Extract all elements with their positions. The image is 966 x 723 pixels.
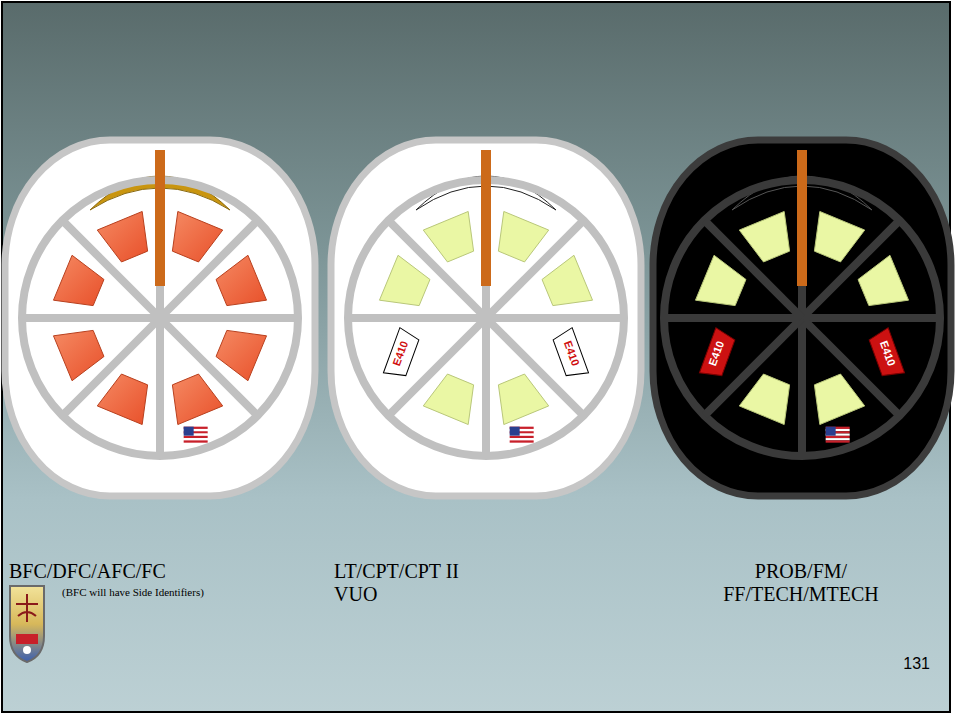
reflector: [542, 255, 592, 305]
helmet: [653, 140, 951, 496]
flag-stripe: [510, 438, 534, 440]
orange-strip: [797, 150, 807, 286]
reflector: [423, 374, 473, 424]
reflector: [739, 211, 789, 261]
helmet-rib: [482, 318, 490, 456]
flag-stripe: [826, 440, 850, 442]
reflector: [814, 211, 864, 261]
logo-emblem: [16, 594, 38, 622]
helmet-rib: [802, 314, 940, 322]
flag-stripe: [510, 436, 534, 438]
helmet: [5, 140, 315, 496]
helmet-shell: [331, 140, 641, 496]
logo-band: [16, 634, 38, 644]
tag-shape: [867, 328, 904, 381]
slide-background: [2, 2, 950, 712]
flag-stripe: [510, 440, 534, 442]
flag-stripe: [184, 438, 208, 440]
rank-caption: LT/CPT/CPT II VUO: [334, 560, 484, 606]
reflector: [53, 255, 103, 305]
reflector: [216, 255, 266, 305]
orange-strip: [155, 150, 165, 286]
tag-shape: [699, 328, 736, 381]
flag-decal: [510, 427, 534, 443]
reflector: [695, 255, 745, 305]
reflector: [858, 255, 908, 305]
helmet-rib: [486, 314, 624, 322]
training-logo: [10, 586, 44, 662]
tag-shape: [383, 328, 420, 381]
flag-decal: [826, 427, 850, 443]
helmet-shell: [653, 140, 951, 496]
rank-caption: PROB/FM/ FF/TECH/MTECH: [712, 560, 890, 606]
reflector: [498, 374, 548, 424]
helmet-group: [5, 140, 951, 496]
flag-canton: [826, 427, 836, 436]
reflector: [216, 330, 266, 380]
caption-note: (BFC will have Side Identifiers): [18, 586, 248, 599]
reflector: [53, 330, 103, 380]
reflector: [172, 374, 222, 424]
helmet-rib: [22, 314, 160, 322]
reflector: [814, 374, 864, 424]
flag-stripe: [826, 436, 850, 438]
reflector: [379, 255, 429, 305]
rank-caption: BFC/DFC/AFC/FC: [9, 560, 209, 583]
helmet-rib: [664, 314, 802, 322]
helmet-rib: [156, 318, 164, 456]
helmet-rib: [798, 318, 806, 456]
flag-stripe: [184, 440, 208, 442]
logo-shield: [10, 586, 44, 662]
tag-shape: [551, 328, 588, 381]
reflector: [97, 374, 147, 424]
reflector: [423, 211, 473, 261]
orange-strip: [481, 150, 491, 286]
reflector: [97, 211, 147, 261]
helmet-rib: [348, 314, 486, 322]
helmet: [331, 140, 641, 496]
flag-canton: [184, 427, 194, 436]
reflector: [172, 211, 222, 261]
logo-dot: [23, 646, 31, 654]
page-number: 131: [880, 655, 930, 673]
helmet-rib: [160, 314, 298, 322]
reflector: [739, 374, 789, 424]
flag-stripe: [184, 436, 208, 438]
flag-canton: [510, 427, 520, 436]
reflector: [498, 211, 548, 261]
helmet-shell: [5, 140, 315, 496]
flag-stripe: [826, 438, 850, 440]
flag-decal: [184, 427, 208, 443]
